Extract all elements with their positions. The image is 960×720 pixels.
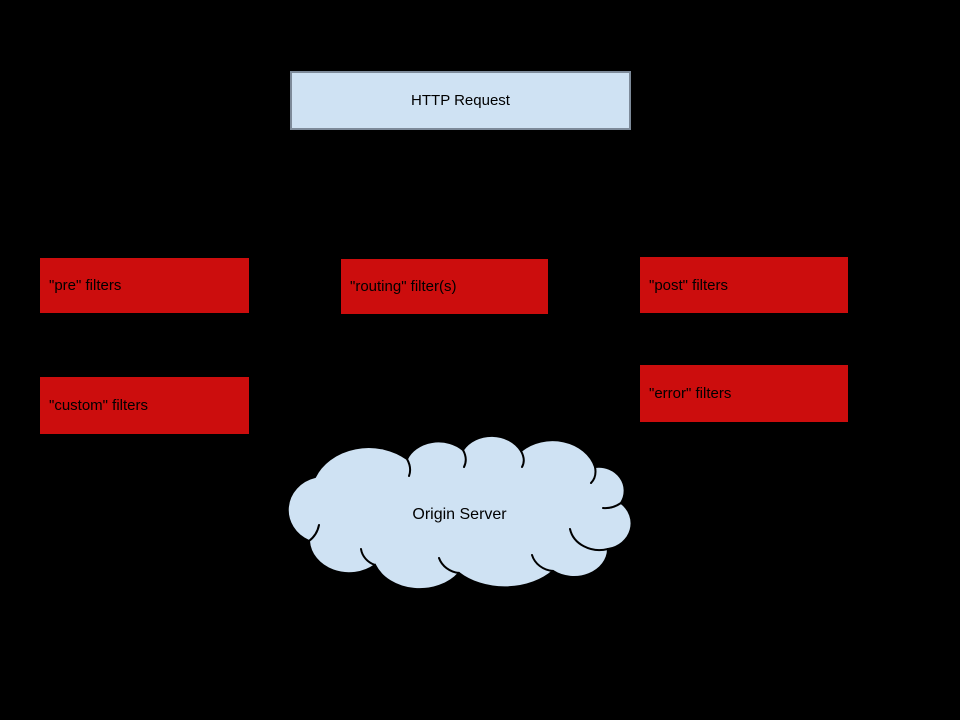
node-custom-filters: "custom" filters xyxy=(40,377,249,434)
custom-filters-label: "custom" filters xyxy=(49,397,149,414)
pre-filters-label: "pre" filters xyxy=(49,277,122,294)
node-routing-filters: "routing" filter(s) xyxy=(341,259,548,314)
post-filters-label: "post" filters xyxy=(649,276,729,294)
node-pre-filters: "pre" filters xyxy=(40,258,249,313)
node-http-request: HTTP Request xyxy=(290,71,631,130)
node-error-filters: "error" filters xyxy=(640,365,848,422)
error-filters-label: "error" filters xyxy=(649,385,732,402)
routing-filters-label: "routing" filter(s) xyxy=(350,278,457,295)
node-post-filters: "post" filters xyxy=(640,257,848,313)
origin-server-label: Origin Server xyxy=(412,506,507,523)
http-request-label: HTTP Request xyxy=(411,92,510,109)
cloud-shape-icon xyxy=(286,434,633,591)
node-origin-server: Origin Server xyxy=(286,433,633,597)
